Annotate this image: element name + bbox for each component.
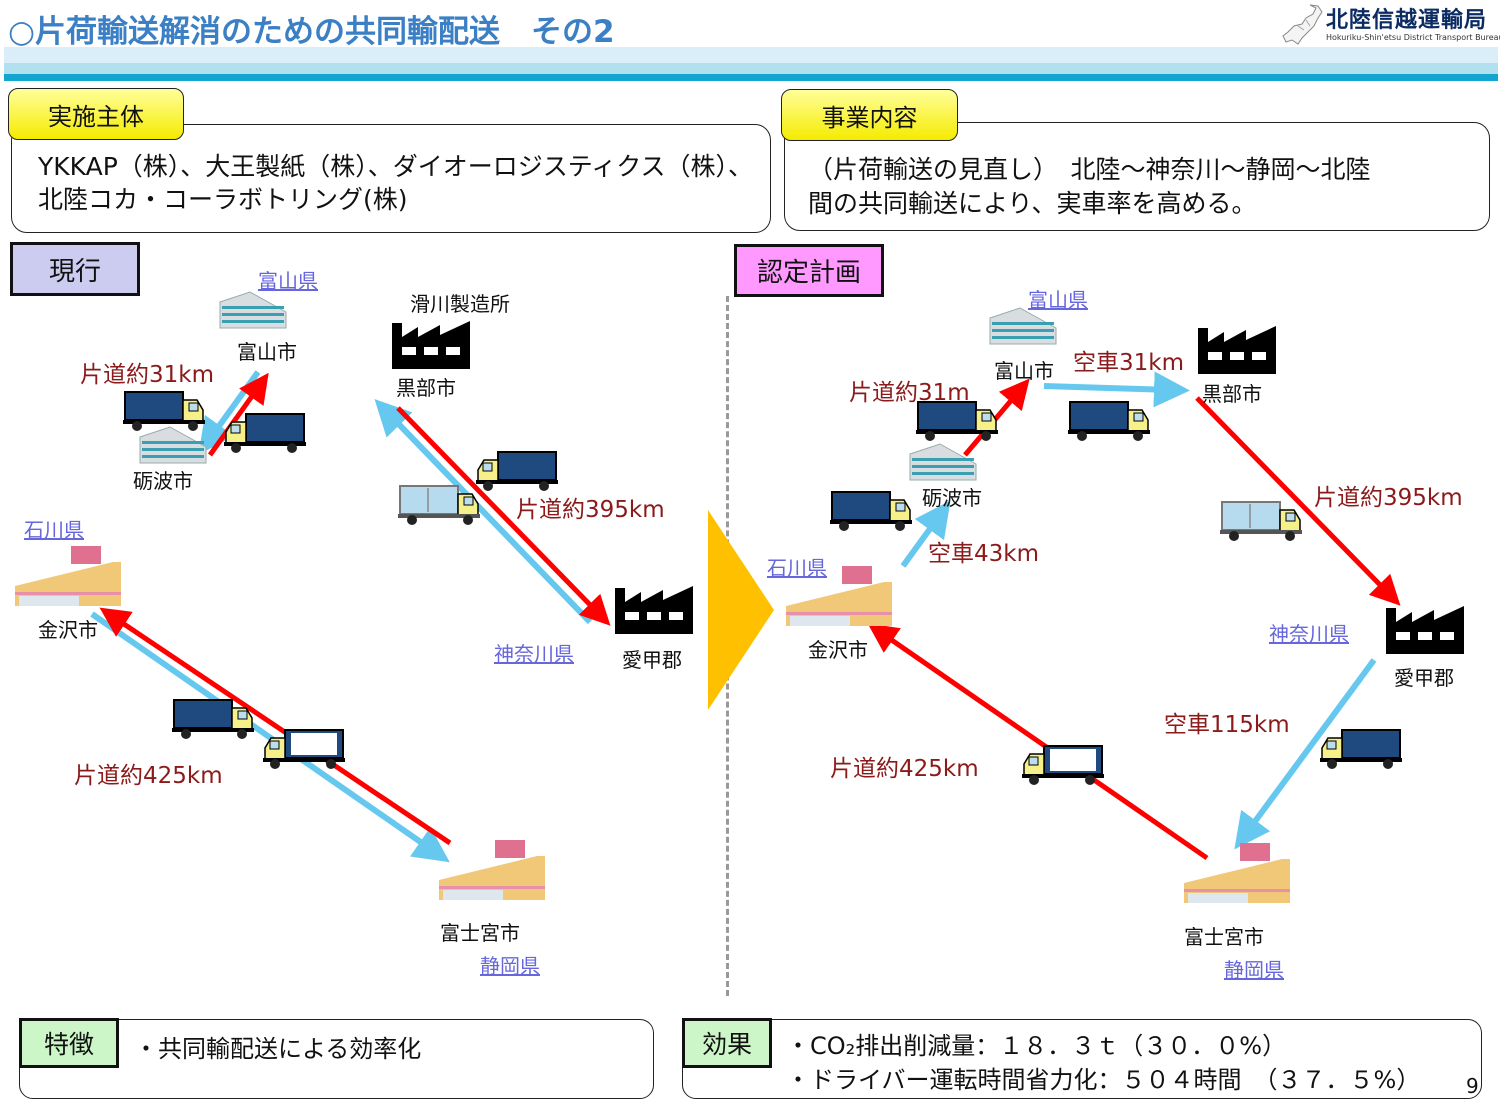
place-kurobe-city: 黒部市 (1202, 382, 1262, 406)
route-loaded-kurobe-aiko (396, 406, 611, 626)
store-building-icon (439, 840, 545, 900)
prefecture-shizuoka: 静岡県 (480, 954, 540, 978)
implementer-box (11, 124, 771, 233)
route-empty-aiko-fuji (1234, 658, 1377, 850)
implementer-line: 北陸コカ・コーラボトリング(株) (38, 185, 408, 214)
truck-icon (123, 391, 205, 431)
box-truck-icon (398, 485, 480, 525)
warehouse-building-icon (139, 426, 207, 464)
place-kurobe-city: 黒部市 (396, 376, 456, 400)
org-logo: 北陸信越運輸局 Hokuriku-Shin'etsu District Tran… (1280, 2, 1500, 46)
prefecture-ishikawa: 石川県 (24, 518, 84, 542)
route-loaded-kurobe-aiko (1195, 396, 1401, 606)
effects-label: 効果 (682, 1018, 772, 1068)
factory-icon (1386, 606, 1464, 654)
factory-icon (615, 586, 693, 634)
distance-label: 片道約425km (74, 763, 223, 789)
truck-icon (1022, 745, 1104, 785)
distance-label: 空車115km (1164, 712, 1290, 738)
page-title: ○片荷輸送解消のための共同輸配送 その2 (8, 14, 615, 50)
truck-icon (916, 401, 998, 441)
prefecture-toyama: 富山県 (258, 269, 318, 293)
effects-box (682, 1019, 1482, 1099)
store-building-icon (15, 546, 121, 606)
place-fujinomiya-city: 富士宮市 (1184, 925, 1264, 949)
route-loaded-fuji-kanazawa (99, 607, 452, 846)
factory-icon (1198, 326, 1276, 374)
plan-label: 認定計画 (734, 244, 884, 297)
distance-label: 片道約425km (830, 756, 979, 782)
truck-icon (263, 729, 345, 769)
route-empty-kanazawa-tonami (900, 500, 951, 568)
place-fujinomiya-city: 富士宮市 (440, 921, 520, 945)
distance-label: 片道約395km (516, 497, 665, 523)
place-kanazawa-city: 金沢市 (38, 618, 98, 642)
place-aiko-gun: 愛甲郡 (622, 648, 682, 672)
feature-item: ・共同輸配送による効率化 (134, 1035, 422, 1063)
truck-icon (1068, 401, 1150, 441)
warehouse-building-icon (219, 291, 287, 329)
prefecture-kanagawa: 神奈川県 (1269, 622, 1349, 646)
place-kanazawa-city: 金沢市 (808, 638, 868, 662)
store-building-icon (786, 566, 892, 626)
title-band (4, 63, 1498, 74)
prefecture-shizuoka: 静岡県 (1224, 958, 1284, 982)
place-tonami-city: 砺波市 (133, 469, 193, 493)
route-empty-kanazawa-fuji (90, 611, 450, 863)
truck-icon (476, 451, 558, 491)
page-number: 9 (1466, 1074, 1479, 1098)
transition-arrow-icon (708, 510, 774, 710)
warehouse-building-icon (909, 443, 977, 481)
distance-label: 片道約395km (1314, 485, 1463, 511)
place-toyama-city: 富山市 (994, 359, 1054, 383)
warehouse-building-icon (989, 307, 1057, 345)
distance-label: 空車43km (928, 541, 1039, 567)
box-truck-icon (1220, 501, 1302, 541)
prefecture-ishikawa: 石川県 (767, 556, 827, 580)
business-label: 事業内容 (781, 89, 958, 141)
current-label: 現行 (10, 242, 140, 296)
route-map (90, 370, 1401, 863)
features-box (19, 1019, 654, 1099)
business-line: 間の共同輸送により、実車率を高める。 (808, 189, 1257, 218)
store-building-icon (1184, 843, 1290, 903)
effect-item: ・ドライバー運転時間省力化：５０４時間 （３７．５%） (786, 1066, 1421, 1094)
region-map-icon (1282, 4, 1323, 45)
prefecture-toyama: 富山県 (1028, 288, 1088, 312)
distance-label: 片道約31km (80, 362, 214, 388)
implementer-label: 実施主体 (8, 88, 184, 140)
route-empty-toyama-kurobe (1043, 371, 1190, 408)
effect-item: ・CO₂排出削減量：１８．３ｔ（３０．０%） (786, 1032, 1287, 1060)
place-toyama-city: 富山市 (237, 340, 297, 364)
distance-label: 空車31km (1073, 350, 1184, 376)
route-loaded-tonami-toyama (207, 372, 269, 457)
place-tonami-city: 砺波市 (922, 486, 982, 510)
truck-icon (830, 491, 912, 531)
factory-icon (392, 321, 470, 369)
implementer-line: YKKAP（株）、大王製紙（株）、ダイオーロジスティクス（株）、 (38, 152, 754, 181)
place-namerikawa-plant: 滑川製造所 (410, 292, 510, 316)
features-label: 特徴 (19, 1018, 119, 1068)
org-name-en: Hokuriku-Shin'etsu District Transport Bu… (1326, 33, 1500, 42)
org-name: 北陸信越運輸局 (1326, 8, 1488, 33)
truck-icon (1320, 729, 1402, 769)
title-band (4, 47, 1498, 63)
title-band (4, 74, 1498, 81)
truck-icon (224, 413, 306, 453)
route-empty-aiko-kurobe (374, 399, 593, 625)
business-line: （片荷輸送の見直し） 北陸～神奈川～静岡～北陸 (808, 155, 1371, 184)
prefecture-kanagawa: 神奈川県 (494, 642, 574, 666)
truck-icon (172, 699, 254, 739)
place-aiko-gun: 愛甲郡 (1394, 666, 1454, 690)
